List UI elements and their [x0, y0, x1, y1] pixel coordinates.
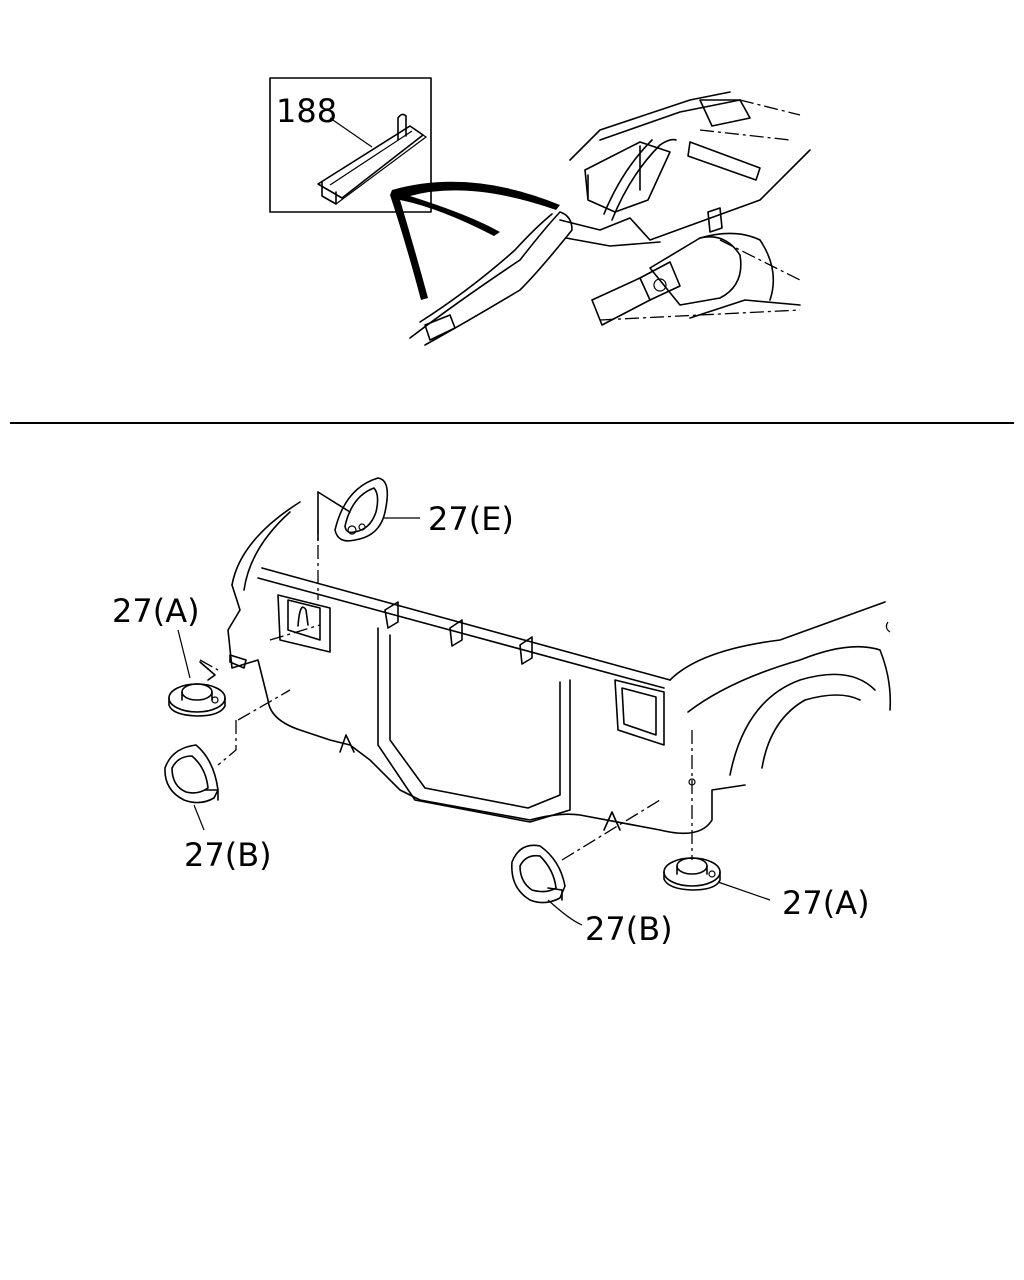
chassis-frame — [409, 91, 811, 346]
callout-27a-left: 27(A) — [112, 592, 200, 630]
mount-27b-center — [511, 844, 566, 904]
bracket-188-drawing — [317, 113, 428, 205]
rear-body-illustration — [227, 491, 892, 835]
leader-27a-right — [717, 881, 771, 901]
pointer-arrow — [390, 181, 560, 300]
mount-27a-right — [663, 778, 721, 891]
frame-illustration — [269, 77, 811, 346]
leader-27a-left — [177, 629, 191, 679]
mount-27e — [334, 477, 389, 542]
callout-27b-left: 27(B) — [184, 836, 272, 874]
callout-188: 188 — [276, 92, 337, 130]
leader-27b-left — [193, 804, 205, 831]
leader-188 — [329, 117, 373, 148]
callout-27a-right: 27(A) — [782, 884, 870, 922]
mount-27a-left — [168, 661, 226, 717]
callout-27b-center: 27(B) — [585, 910, 673, 948]
mount-27b-left — [164, 744, 219, 804]
leader-27b-center — [547, 899, 583, 926]
detail-inset-box — [269, 77, 432, 213]
assembly-centerlines — [199, 520, 693, 861]
callout-27e: 27(E) — [428, 500, 514, 538]
